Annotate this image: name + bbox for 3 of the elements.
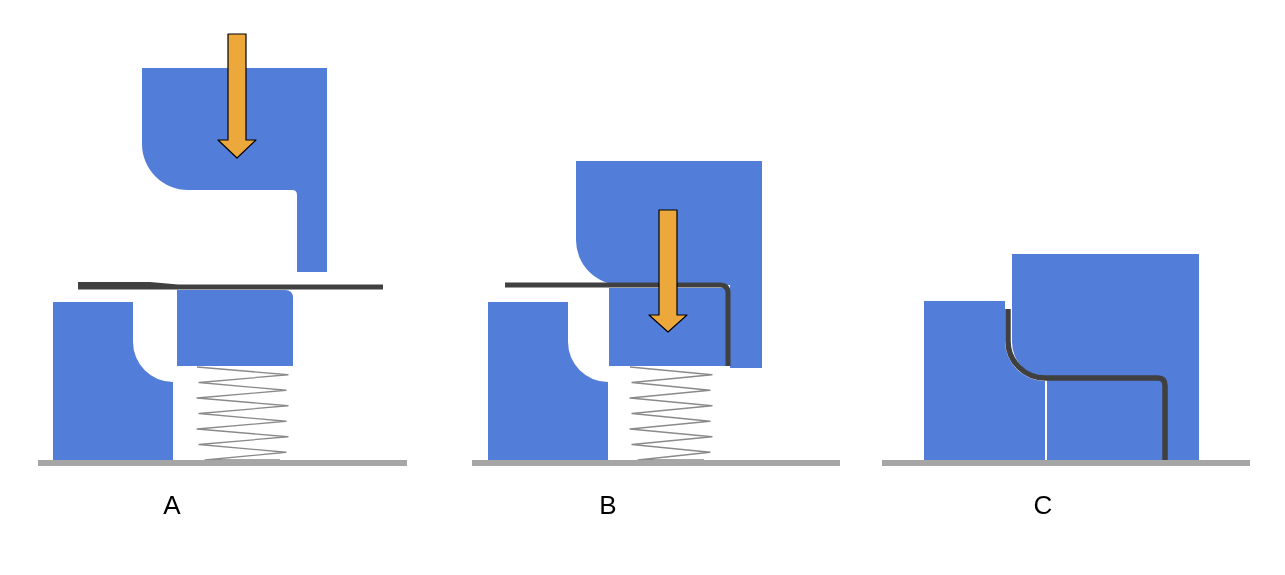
panel-label: C xyxy=(1033,492,1053,518)
panel-label: B xyxy=(599,492,617,518)
panel-label: A xyxy=(163,492,181,518)
